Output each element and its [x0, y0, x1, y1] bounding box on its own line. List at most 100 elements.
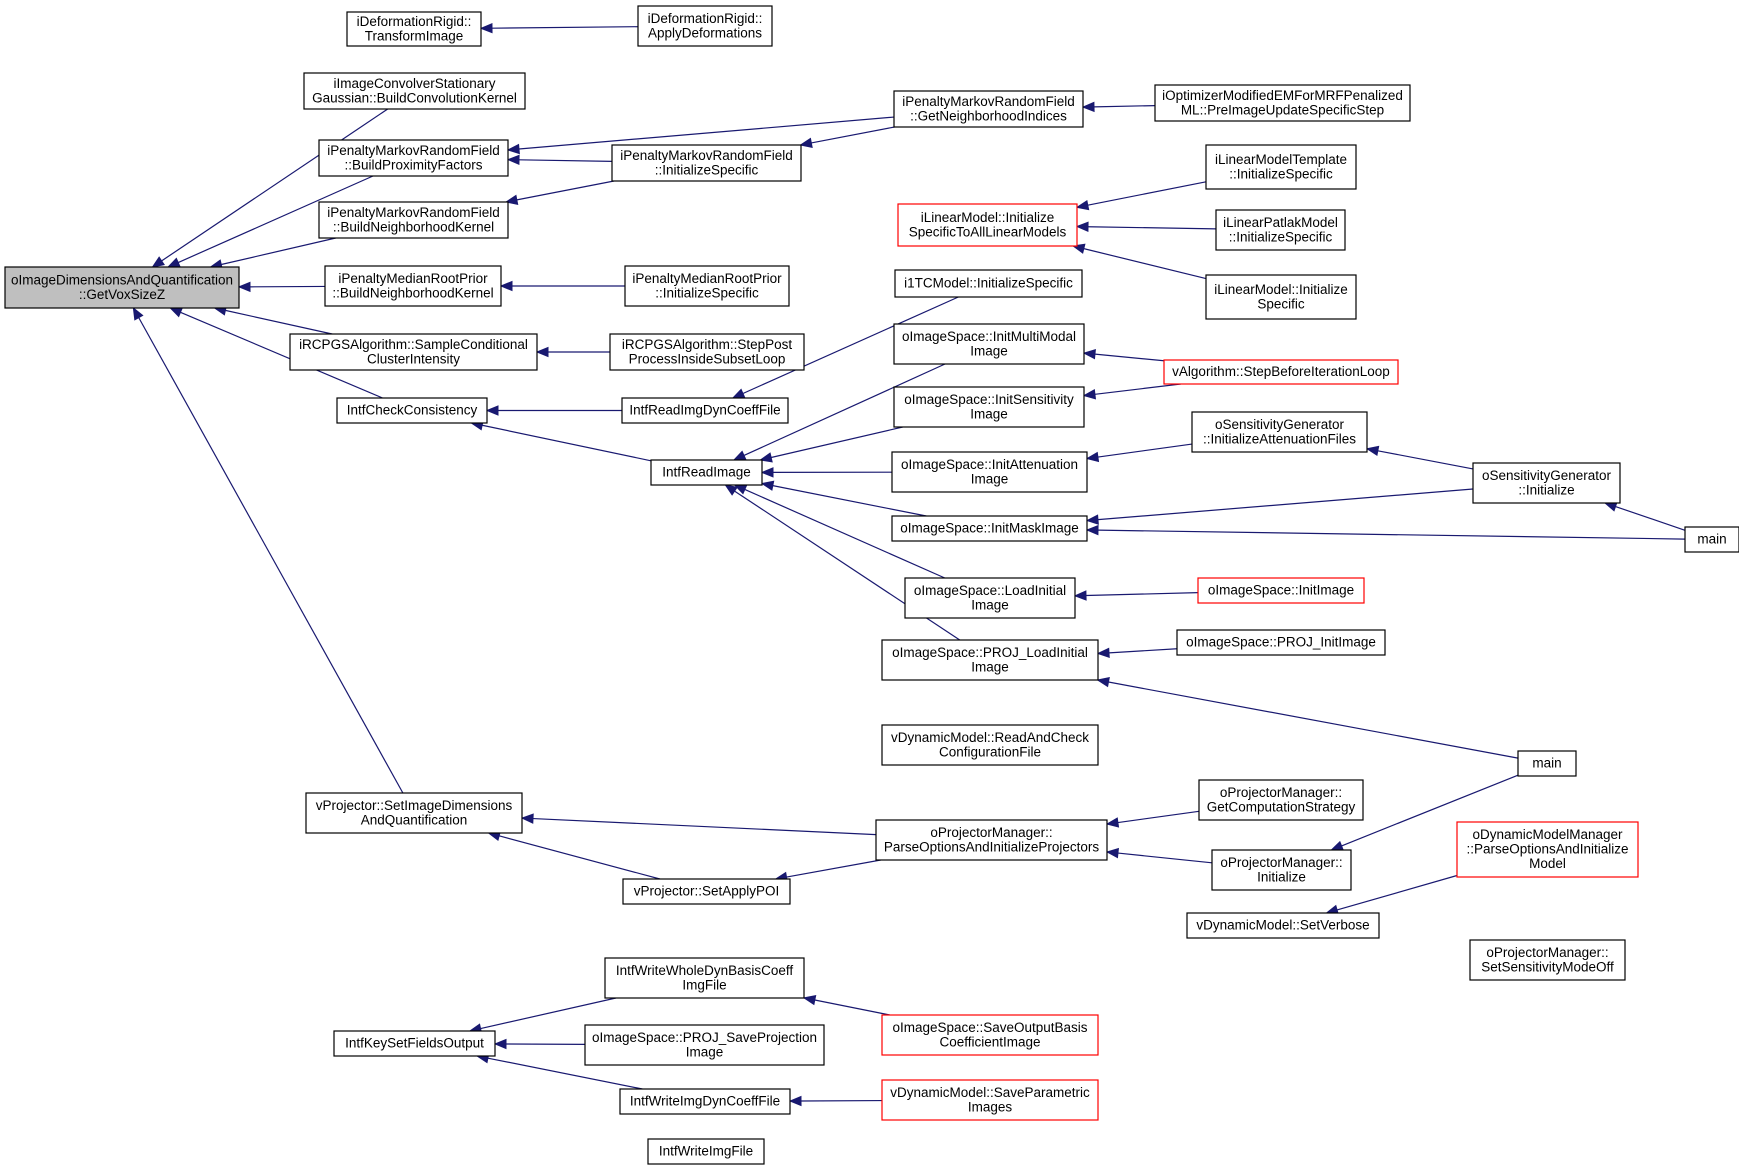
node-box[interactable] [881, 724, 1099, 766]
node-box[interactable] [650, 459, 763, 486]
graph-node-linAll[interactable]: iLinearModel::InitializeSpecificToAllLin… [897, 203, 1078, 247]
node-box[interactable] [609, 333, 805, 371]
graph-node-sensAtt[interactable]: oSensitivityGenerator::InitializeAttenua… [1191, 411, 1368, 453]
node-box[interactable] [881, 1079, 1099, 1121]
node-box[interactable] [621, 397, 789, 424]
node-box[interactable] [904, 577, 1076, 619]
node-box[interactable] [1456, 821, 1639, 878]
node-box[interactable] [881, 1014, 1099, 1056]
graph-node-mrfNeighK[interactable]: iPenaltyMarkovRandomField::BuildNeighbor… [318, 201, 509, 239]
node-box[interactable] [346, 11, 482, 47]
node-box[interactable] [622, 878, 791, 905]
node-box[interactable] [891, 451, 1088, 493]
graph-node-intfWriteDyn[interactable]: IntfWriteImgDynCoeffFile [619, 1088, 791, 1115]
node-box[interactable] [324, 265, 502, 307]
node-box[interactable] [637, 5, 773, 47]
graph-node-intfReadDyn[interactable]: IntfReadImgDynCoeffFile [621, 397, 789, 424]
graph-node-pmGetComp[interactable]: oProjectorManager::GetComputationStrateg… [1198, 779, 1364, 821]
graph-node-dynVerbose[interactable]: vDynamicModel::SetVerbose [1186, 912, 1380, 939]
node-box[interactable] [305, 792, 523, 834]
graph-node-vProjPOI[interactable]: vProjector::SetApplyPOI [622, 878, 791, 905]
node-box[interactable] [4, 266, 240, 309]
node-box[interactable] [289, 333, 538, 371]
node-box[interactable] [1198, 779, 1364, 821]
node-box[interactable] [881, 639, 1099, 681]
graph-node-projInitImg[interactable]: oImageSpace::PROJ_InitImage [1176, 629, 1386, 656]
graph-node-dynRead[interactable]: vDynamicModel::ReadAndCheckConfiguration… [881, 724, 1099, 766]
graph-node-pmInit[interactable]: oProjectorManager::Initialize [1211, 849, 1352, 891]
node-box[interactable] [647, 1138, 765, 1165]
graph-node-intfWriteImg[interactable]: IntfWriteImgFile [647, 1138, 765, 1165]
node-box[interactable] [624, 265, 790, 307]
node-box[interactable] [1469, 939, 1626, 981]
graph-node-mrfProx[interactable]: iPenaltyMarkovRandomField::BuildProximit… [318, 139, 509, 177]
graph-node-convKernel[interactable]: iImageConvolverStationaryGaussian::Build… [303, 72, 526, 110]
node-box[interactable] [893, 386, 1085, 428]
node-box[interactable] [303, 72, 526, 110]
node-box[interactable] [611, 144, 802, 182]
node-box[interactable] [1197, 577, 1365, 604]
node-box[interactable] [875, 819, 1108, 861]
graph-node-i1tc[interactable]: i1TCModel::InitializeSpecific [894, 269, 1083, 298]
graph-node-linInit[interactable]: iLinearModel::InitializeSpecific [1205, 274, 1357, 320]
graph-node-mrfGetNeigh[interactable]: iPenaltyMarkovRandomField::GetNeighborho… [893, 90, 1084, 128]
node-box[interactable] [1176, 629, 1386, 656]
graph-node-medNeighK[interactable]: iPenaltyMedianRootPrior::BuildNeighborho… [324, 265, 502, 307]
graph-node-initMask[interactable]: oImageSpace::InitMaskImage [891, 515, 1088, 542]
graph-node-initImage[interactable]: oImageSpace::InitImage [1197, 577, 1365, 604]
node-box[interactable] [891, 515, 1088, 542]
graph-node-intfKeySet[interactable]: IntfKeySetFieldsOutput [333, 1030, 496, 1057]
node-box[interactable] [1472, 462, 1621, 504]
graph-node-main1[interactable]: main [1684, 526, 1739, 553]
graph-node-mrfInit[interactable]: iPenaltyMarkovRandomField::InitializeSpe… [611, 144, 802, 182]
node-box[interactable] [897, 203, 1078, 247]
graph-node-rcpgsSample[interactable]: iRCPGSAlgorithm::SampleConditionalCluste… [289, 333, 538, 371]
node-box[interactable] [619, 1088, 791, 1115]
graph-node-rcpgsStep[interactable]: iRCPGSAlgorithm::StepPostProcessInsideSu… [609, 333, 805, 371]
node-box[interactable] [1211, 849, 1352, 891]
graph-node-vProjSet[interactable]: vProjector::SetImageDimensionsAndQuantif… [305, 792, 523, 834]
graph-node-linPatlak[interactable]: iLinearPatlakModel::InitializeSpecific [1215, 209, 1346, 251]
graph-node-dmmParse[interactable]: oDynamicModelManager::ParseOptionsAndIni… [1456, 821, 1639, 878]
node-box[interactable] [584, 1024, 825, 1066]
graph-node-main2[interactable]: main [1517, 750, 1577, 777]
node-box[interactable] [1191, 411, 1368, 453]
graph-node-root[interactable]: oImageDimensionsAndQuantification::GetVo… [4, 266, 240, 309]
graph-node-defApply[interactable]: iDeformationRigid::ApplyDeformations [637, 5, 773, 47]
node-box[interactable] [1517, 750, 1577, 777]
node-box[interactable] [893, 323, 1085, 365]
graph-node-pmParse[interactable]: oProjectorManager::ParseOptionsAndInitia… [875, 819, 1108, 861]
node-box[interactable] [1205, 274, 1357, 320]
graph-node-vAlgo[interactable]: vAlgorithm::StepBeforeIterationLoop [1163, 359, 1399, 385]
graph-node-defTransform[interactable]: iDeformationRigid::TransformImage [346, 11, 482, 47]
node-box[interactable] [893, 90, 1084, 128]
graph-node-optMod[interactable]: iOptimizerModifiedEMForMRFPenalizedML::P… [1154, 84, 1411, 122]
graph-node-intfCheck[interactable]: IntfCheckConsistency [336, 397, 488, 424]
node-box[interactable] [1684, 526, 1739, 553]
node-box[interactable] [333, 1030, 496, 1057]
node-box[interactable] [604, 957, 805, 999]
node-box[interactable] [1154, 84, 1411, 122]
graph-node-saveBasis[interactable]: oImageSpace::SaveOutputBasisCoefficientI… [881, 1014, 1099, 1056]
node-box[interactable] [1205, 144, 1357, 190]
node-box[interactable] [1215, 209, 1346, 251]
node-box[interactable] [1163, 359, 1399, 385]
graph-node-pmSensOff[interactable]: oProjectorManager::SetSensitivityModeOff [1469, 939, 1626, 981]
graph-node-linTempl[interactable]: iLinearModelTemplate::InitializeSpecific [1205, 144, 1357, 190]
node-box[interactable] [1186, 912, 1380, 939]
node-box[interactable] [318, 201, 509, 239]
graph-node-medInit[interactable]: iPenaltyMedianRootPrior::InitializeSpeci… [624, 265, 790, 307]
graph-node-intfRead[interactable]: IntfReadImage [650, 459, 763, 486]
node-box[interactable] [894, 269, 1083, 298]
graph-node-sensInit[interactable]: oSensitivityGenerator::Initialize [1472, 462, 1621, 504]
node-box[interactable] [336, 397, 488, 424]
node-box[interactable] [318, 139, 509, 177]
